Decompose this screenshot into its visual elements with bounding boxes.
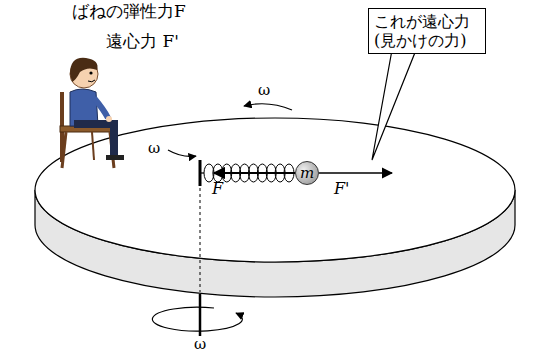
disc-top <box>35 118 515 262</box>
centrifugal-force-arrow <box>319 172 392 174</box>
angular-velocity: ω <box>194 336 206 353</box>
callout-box: これが遠心力 (見かけの力) <box>368 8 486 54</box>
callout-tail <box>372 50 416 160</box>
angular-velocity: ω <box>258 82 270 99</box>
axis-shaft <box>199 294 202 336</box>
callout-text: これが遠心力 (見かけの力) <box>374 12 480 50</box>
spring-force-arrow <box>214 172 295 174</box>
mass-ball: m <box>295 161 319 185</box>
mass-label: m <box>300 164 314 182</box>
person <box>60 58 124 168</box>
spring-force-caption: ばねの弾性力F <box>72 2 186 21</box>
angular-velocity: ω <box>148 140 160 157</box>
force-label: F' <box>334 180 350 198</box>
rotation-arrow <box>152 307 242 331</box>
force-label: F <box>212 180 223 198</box>
centrifugal-force-caption: 遠心力 F' <box>106 32 179 51</box>
rotation-arrow <box>244 104 292 110</box>
axis-dashed <box>200 170 201 292</box>
rotation-arrow <box>168 150 196 156</box>
